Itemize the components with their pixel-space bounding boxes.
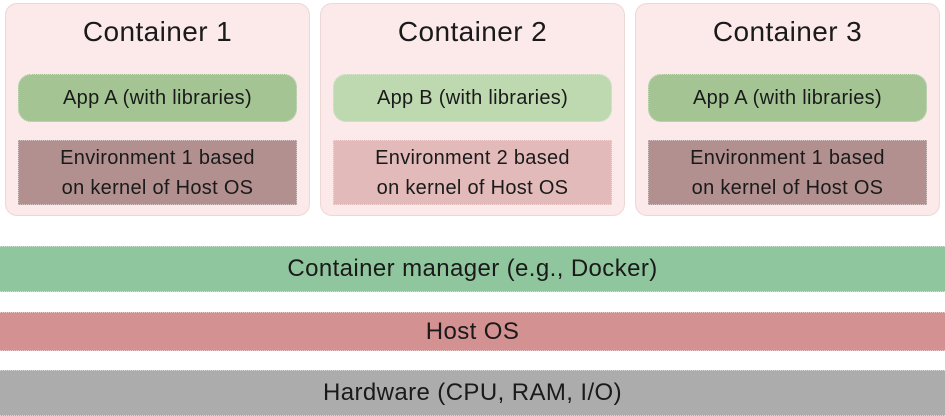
container-1-title: Container 1 <box>82 16 233 47</box>
env-line-2: on kernel of Host OS <box>61 176 254 199</box>
container-1-app-box: App A (with libraries) <box>18 74 297 122</box>
container-manager-layer: Container manager (e.g., Docker) <box>0 246 945 292</box>
env-line-2: on kernel of Host OS <box>691 176 884 199</box>
hardware-label: Hardware (CPU, RAM, I/O) <box>323 379 622 406</box>
env-line-2: on kernel of Host OS <box>376 176 569 199</box>
env-line-1: Environment 2 based <box>375 146 570 169</box>
env-line-1: Environment 1 based <box>60 146 255 169</box>
container-3-card: Container 3 App A (with libraries) Envir… <box>635 3 940 216</box>
hardware-layer: Hardware (CPU, RAM, I/O) <box>0 370 945 416</box>
container-1-card: Container 1 App A (with libraries) Envir… <box>5 3 310 216</box>
host-os-label: Host OS <box>425 317 520 345</box>
container-1-environment-box: Environment 1 based on kernel of Host OS <box>18 140 297 205</box>
container-2-title: Container 2 <box>397 16 548 47</box>
host-os-layer: Host OS <box>0 312 945 351</box>
container-3-title: Container 3 <box>712 16 863 47</box>
container-2-environment-box: Environment 2 based on kernel of Host OS <box>333 140 612 205</box>
container-2-app-box: App B (with libraries) <box>333 74 612 122</box>
env-line-1: Environment 1 based <box>690 146 885 169</box>
container-3-app-box: App A (with libraries) <box>648 74 927 122</box>
container-2-card: Container 2 App B (with libraries) Envir… <box>320 3 625 216</box>
container-3-environment-box: Environment 1 based on kernel of Host OS <box>648 140 927 205</box>
container-manager-label: Container manager (e.g., Docker) <box>287 255 658 282</box>
containers-row: Container 1 App A (with libraries) Envir… <box>5 3 940 216</box>
